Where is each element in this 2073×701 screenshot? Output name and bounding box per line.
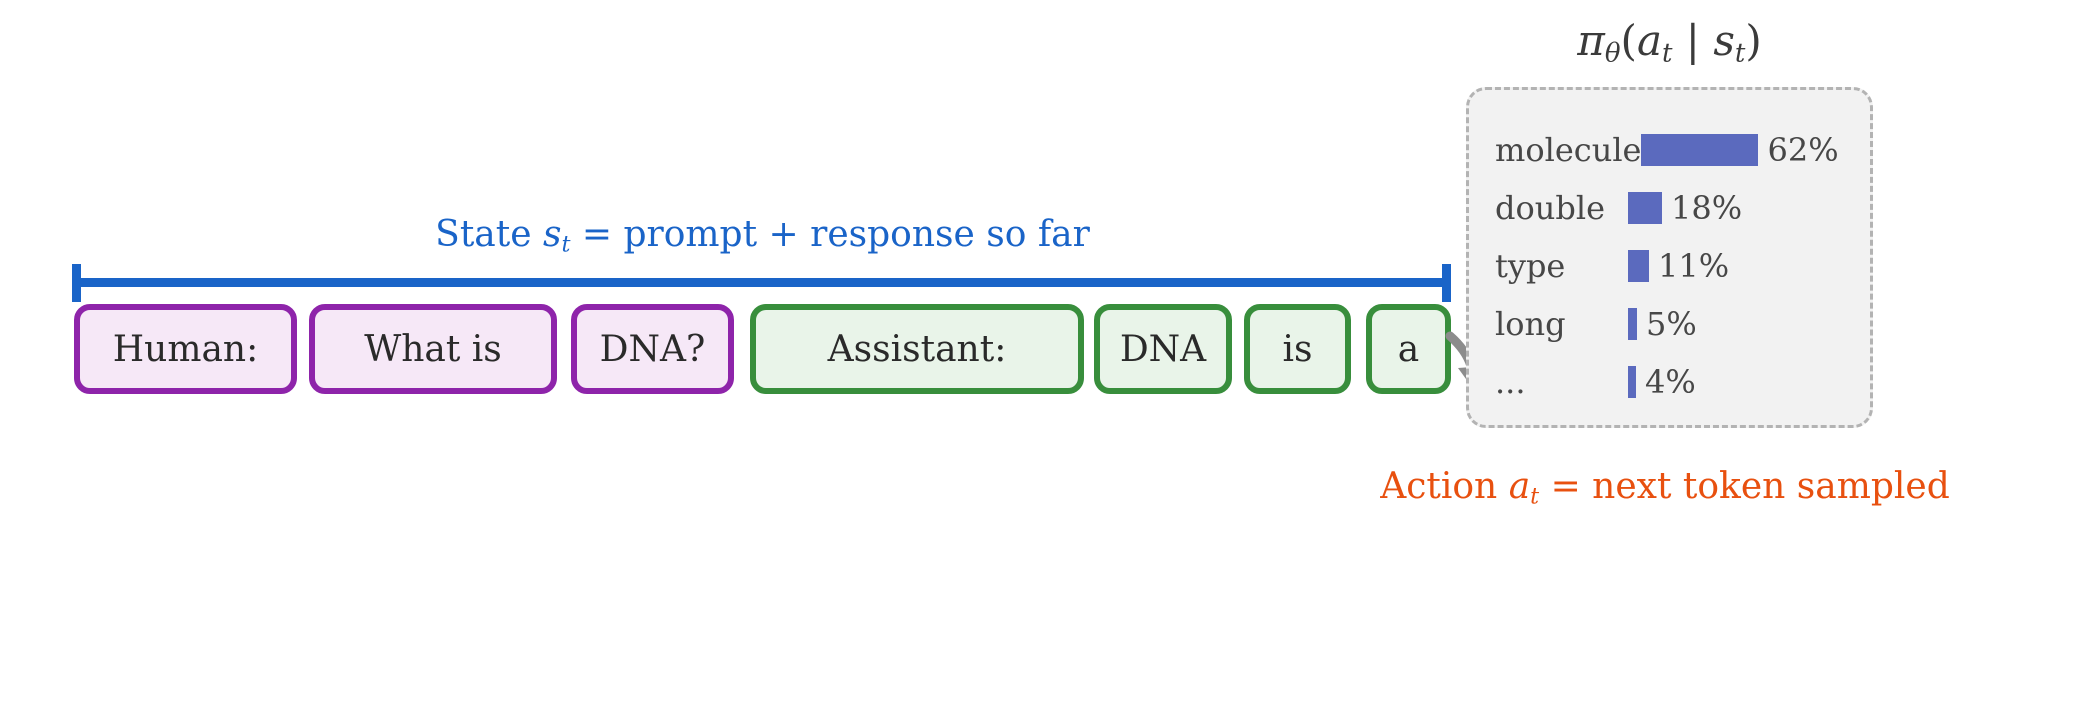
dist-pct-label: 4%: [1645, 363, 1696, 401]
state-bracket-right-tick: [1442, 264, 1451, 302]
action-var: a: [1636, 16, 1662, 65]
token-text: Assistant:: [827, 328, 1007, 370]
token-box-what-is: What is: [309, 304, 557, 394]
token-text: DNA: [1119, 328, 1207, 370]
state-bracket-left-tick: [72, 264, 81, 302]
action-var-subscript: t: [1661, 38, 1673, 69]
token-text: Human:: [112, 328, 259, 370]
policy-title: πθ(at | st): [1466, 16, 1873, 67]
probability-bar: [1641, 134, 1759, 166]
probability-bar: [1628, 366, 1636, 398]
token-box-dna: DNA: [1094, 304, 1232, 394]
state-bracket-line: [76, 278, 1449, 287]
pi-symbol: π: [1577, 16, 1605, 65]
probability-bar: [1628, 308, 1637, 340]
policy-lparen: (: [1620, 16, 1637, 65]
state-var: s: [542, 214, 562, 255]
token-text: is: [1282, 328, 1313, 370]
token-text: a: [1397, 328, 1420, 370]
dist-row-long: long 5%: [1495, 305, 1864, 343]
policy-rparen: ): [1745, 16, 1762, 65]
dist-row-type: type 11%: [1495, 247, 1864, 285]
action-var-subscript: t: [1530, 483, 1540, 510]
action-var: a: [1508, 466, 1531, 507]
conditional-bar: |: [1672, 16, 1714, 65]
state-label-suffix: = prompt + response so far: [570, 214, 1090, 255]
state-label-prefix: State: [435, 214, 543, 255]
action-label-prefix: Action: [1380, 466, 1509, 507]
token-box-a: a: [1366, 304, 1451, 394]
dist-token-label: ...: [1495, 363, 1526, 401]
probability-bar: [1628, 192, 1662, 224]
action-label: Action at = next token sampled: [1345, 466, 1985, 510]
dist-row-ellipsis: ... 4%: [1495, 363, 1864, 401]
state-var-subscript: t: [1734, 38, 1746, 69]
state-var: s: [1713, 16, 1735, 65]
dist-token-label: type: [1495, 247, 1566, 285]
token-box-human: Human:: [74, 304, 297, 394]
dist-pct-label: 18%: [1671, 189, 1743, 227]
policy-distribution-panel: molecule 62% double 18% type 11% long 5% ...…: [1466, 87, 1873, 428]
token-box-is: is: [1244, 304, 1351, 394]
token-box-assistant: Assistant:: [750, 304, 1084, 394]
dist-row-molecule: molecule 62%: [1495, 131, 1864, 169]
action-label-suffix: = next token sampled: [1539, 466, 1950, 507]
token-text: DNA?: [599, 328, 706, 370]
dist-row-double: double 18%: [1495, 189, 1864, 227]
theta-subscript: θ: [1604, 38, 1621, 69]
dist-token-label: molecule: [1495, 131, 1642, 169]
state-var-subscript: t: [561, 231, 571, 258]
token-text: What is: [364, 328, 502, 370]
token-box-dna-q: DNA?: [571, 304, 734, 394]
dist-pct-label: 5%: [1646, 305, 1697, 343]
dist-pct-label: 11%: [1658, 247, 1730, 285]
state-label: State st = prompt + response so far: [76, 214, 1449, 258]
dist-pct-label: 62%: [1767, 131, 1839, 169]
probability-bar: [1628, 250, 1649, 282]
dist-token-label: double: [1495, 189, 1606, 227]
dist-token-label: long: [1495, 305, 1566, 343]
